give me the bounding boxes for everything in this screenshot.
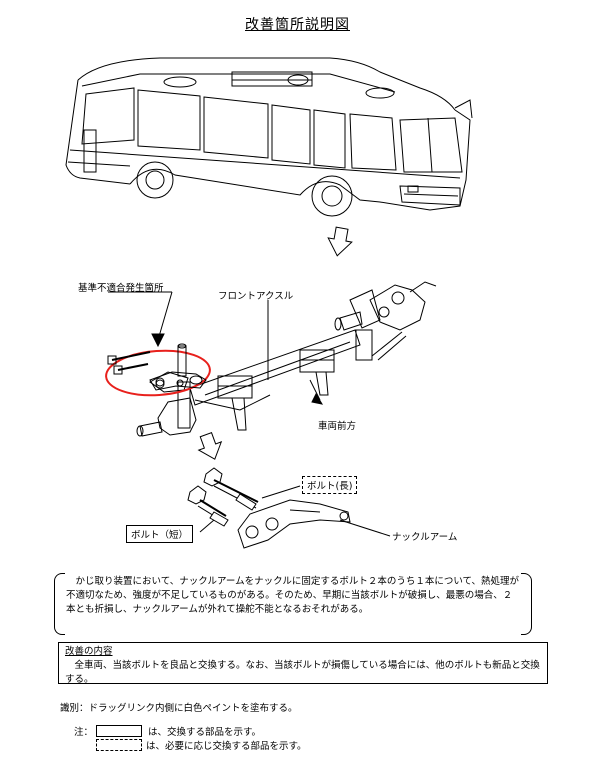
bus-illustration (65, 57, 473, 217)
note-solid-text: は、交換する部品を示す。 (148, 727, 262, 738)
nonconformity-highlight (105, 349, 211, 397)
description-block: かじ取り装置において、ナックルアームをナックルに固定するボルト２本のうち１本につ… (54, 573, 532, 635)
improvement-body: 全車両、当該ボルトを良品と交換する。なお、当該ボルトが損傷している場合には、他の… (65, 660, 540, 685)
front-axle-illustration (136, 281, 437, 437)
description-bracket-right (521, 573, 532, 635)
forward-label: 車両前方 (318, 421, 357, 432)
bolt-short-label: ボルト（短） (126, 525, 194, 543)
nonconformity-label: 基準不適合発生箇所 (78, 283, 164, 294)
down-arrow-1 (327, 226, 353, 257)
note-dashed-text: は、必要に応じ交換する部品を示す。 (146, 741, 307, 752)
knuckle-arm-label: ナックルアーム (392, 532, 458, 543)
note-prefix: 注： (74, 727, 94, 738)
legend-solid-box (96, 725, 142, 737)
down-arrow-2 (197, 432, 223, 460)
exploded-view (187, 467, 351, 549)
bolt-long-label: ボルト(長) (302, 476, 358, 494)
improvement-heading: 改善の内容 (65, 646, 113, 657)
description-text: かじ取り装置において、ナックルアームをナックルに固定するボルト２本のうち１本につ… (66, 576, 520, 615)
improvement-box: 改善の内容 全車両、当該ボルトを良品と交換する。なお、当該ボルトが損傷している場… (58, 642, 548, 685)
identification-text: 識別：ドラッグリンク内側に白色ペイントを塗布する。 (60, 703, 298, 714)
description-bracket-left (54, 573, 65, 635)
legend-dashed-box (96, 739, 142, 751)
highlight-bolts (107, 343, 207, 391)
front-axle-label: フロントアクスル (218, 291, 294, 302)
page-title: 改善箇所説明図 (245, 17, 350, 33)
